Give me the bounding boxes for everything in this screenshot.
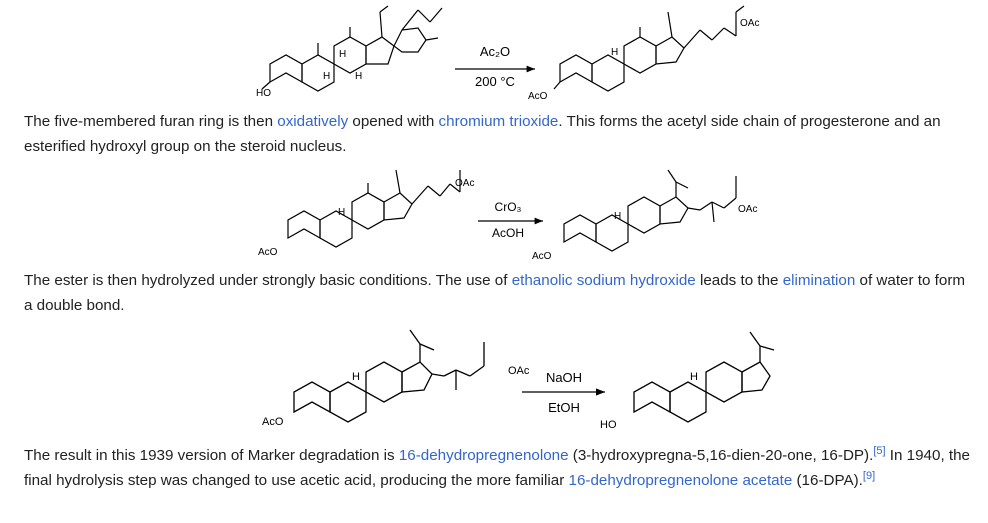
oac-label: OAc (738, 204, 757, 215)
para-text: The ester is then hydrolyzed under stron… (24, 272, 512, 289)
para-text: The five-membered furan ring is then (24, 113, 278, 130)
aco-label: AcO (262, 416, 284, 428)
diacetate-keto-ester-structure: AcO H OAc (532, 169, 757, 262)
para-text: (16-DPA). (792, 471, 863, 489)
reference-link-5[interactable]: [5] (873, 444, 886, 457)
pseudodiosgenin-diacetate-structure: AcO H OAc (258, 169, 474, 258)
aco-label: AcO (258, 247, 278, 258)
reaction-scheme-2-drawing: AcO H OAc CrO₃ AcOH AcO H OAc (258, 169, 757, 262)
condition-label: AcOH (492, 226, 524, 240)
link-elimination[interactable]: elimination (782, 272, 856, 289)
link-chromium-trioxide[interactable]: chromium trioxide (438, 113, 559, 130)
diosgenin-structure: HO H H H (256, 5, 443, 99)
aco-label: AcO (528, 91, 548, 102)
para-text: opened with (348, 113, 439, 130)
reaction-scheme-1: HO H H H Ac₂O 200 °C AcO H OAc (0, 0, 988, 110)
diacetate-keto-ester-structure: AcO H OAc (262, 329, 530, 428)
paragraph-result: The result in this 1939 version of Marke… (24, 444, 974, 493)
condition-label: EtOH (548, 400, 580, 415)
h-label: H (323, 71, 330, 82)
reaction-scheme-3-drawing: AcO H OAc NaOH EtOH HO H (262, 329, 775, 431)
link-ethanolic-sodium-hydroxide[interactable]: ethanolic sodium hydroxide (511, 272, 696, 289)
link-16-dehydropregnenolone[interactable]: 16-dehydropregnenolone (398, 447, 569, 464)
link-16-dehydropregnenolone-acetate[interactable]: 16-dehydropregnenolone acetate (568, 471, 793, 489)
para-text: In 1940, the final hydrolysis step was c… (24, 447, 971, 489)
reaction-scheme-2: AcO H OAc CrO₃ AcOH AcO H OAc (0, 162, 988, 266)
reagent-label: Ac₂O (480, 44, 510, 59)
oac-label: OAc (740, 18, 759, 29)
h-label: H (690, 371, 698, 383)
paragraph-furan-oxidation: The five-membered furan ring is then oxi… (24, 110, 974, 159)
h-label: H (352, 371, 360, 383)
reference-link-9[interactable]: [9] (862, 469, 876, 482)
h-label: H (339, 49, 346, 60)
para-text: (3-hydroxypregna-5,16-dien-20-one, 16-DP… (568, 447, 874, 464)
paragraph-ester-hydrolysis: The ester is then hydrolyzed under stron… (24, 269, 974, 318)
reaction-scheme-3: AcO H OAc NaOH EtOH HO H (0, 322, 988, 438)
16-dehydropregnenolone-structure: HO H (600, 331, 775, 431)
aco-label: AcO (532, 251, 552, 262)
h-label: H (611, 47, 618, 58)
reagent-label: CrO₃ (495, 200, 522, 214)
oac-label: OAc (508, 365, 530, 377)
para-text: The result in this 1939 version of Marke… (24, 447, 399, 464)
ho-label: HO (256, 88, 271, 99)
para-text: leads to the (695, 272, 783, 289)
h-label: H (355, 71, 362, 82)
condition-label: 200 °C (475, 74, 515, 89)
reaction-scheme-1-drawing: HO H H H Ac₂O 200 °C AcO H OAc (256, 5, 759, 102)
link-oxidatively[interactable]: oxidatively (277, 113, 349, 130)
reagent-label: NaOH (546, 370, 582, 385)
para-text: . This forms the acetyl side chain of pr… (24, 113, 941, 155)
pseudodiosgenin-diacetate-structure: AcO H OAc (528, 5, 759, 102)
oac-label: OAc (455, 178, 474, 189)
para-text: of water to form a double bond. (24, 272, 966, 314)
ho-label: HO (600, 419, 617, 431)
h-label: H (614, 211, 621, 222)
h-label: H (338, 207, 345, 218)
